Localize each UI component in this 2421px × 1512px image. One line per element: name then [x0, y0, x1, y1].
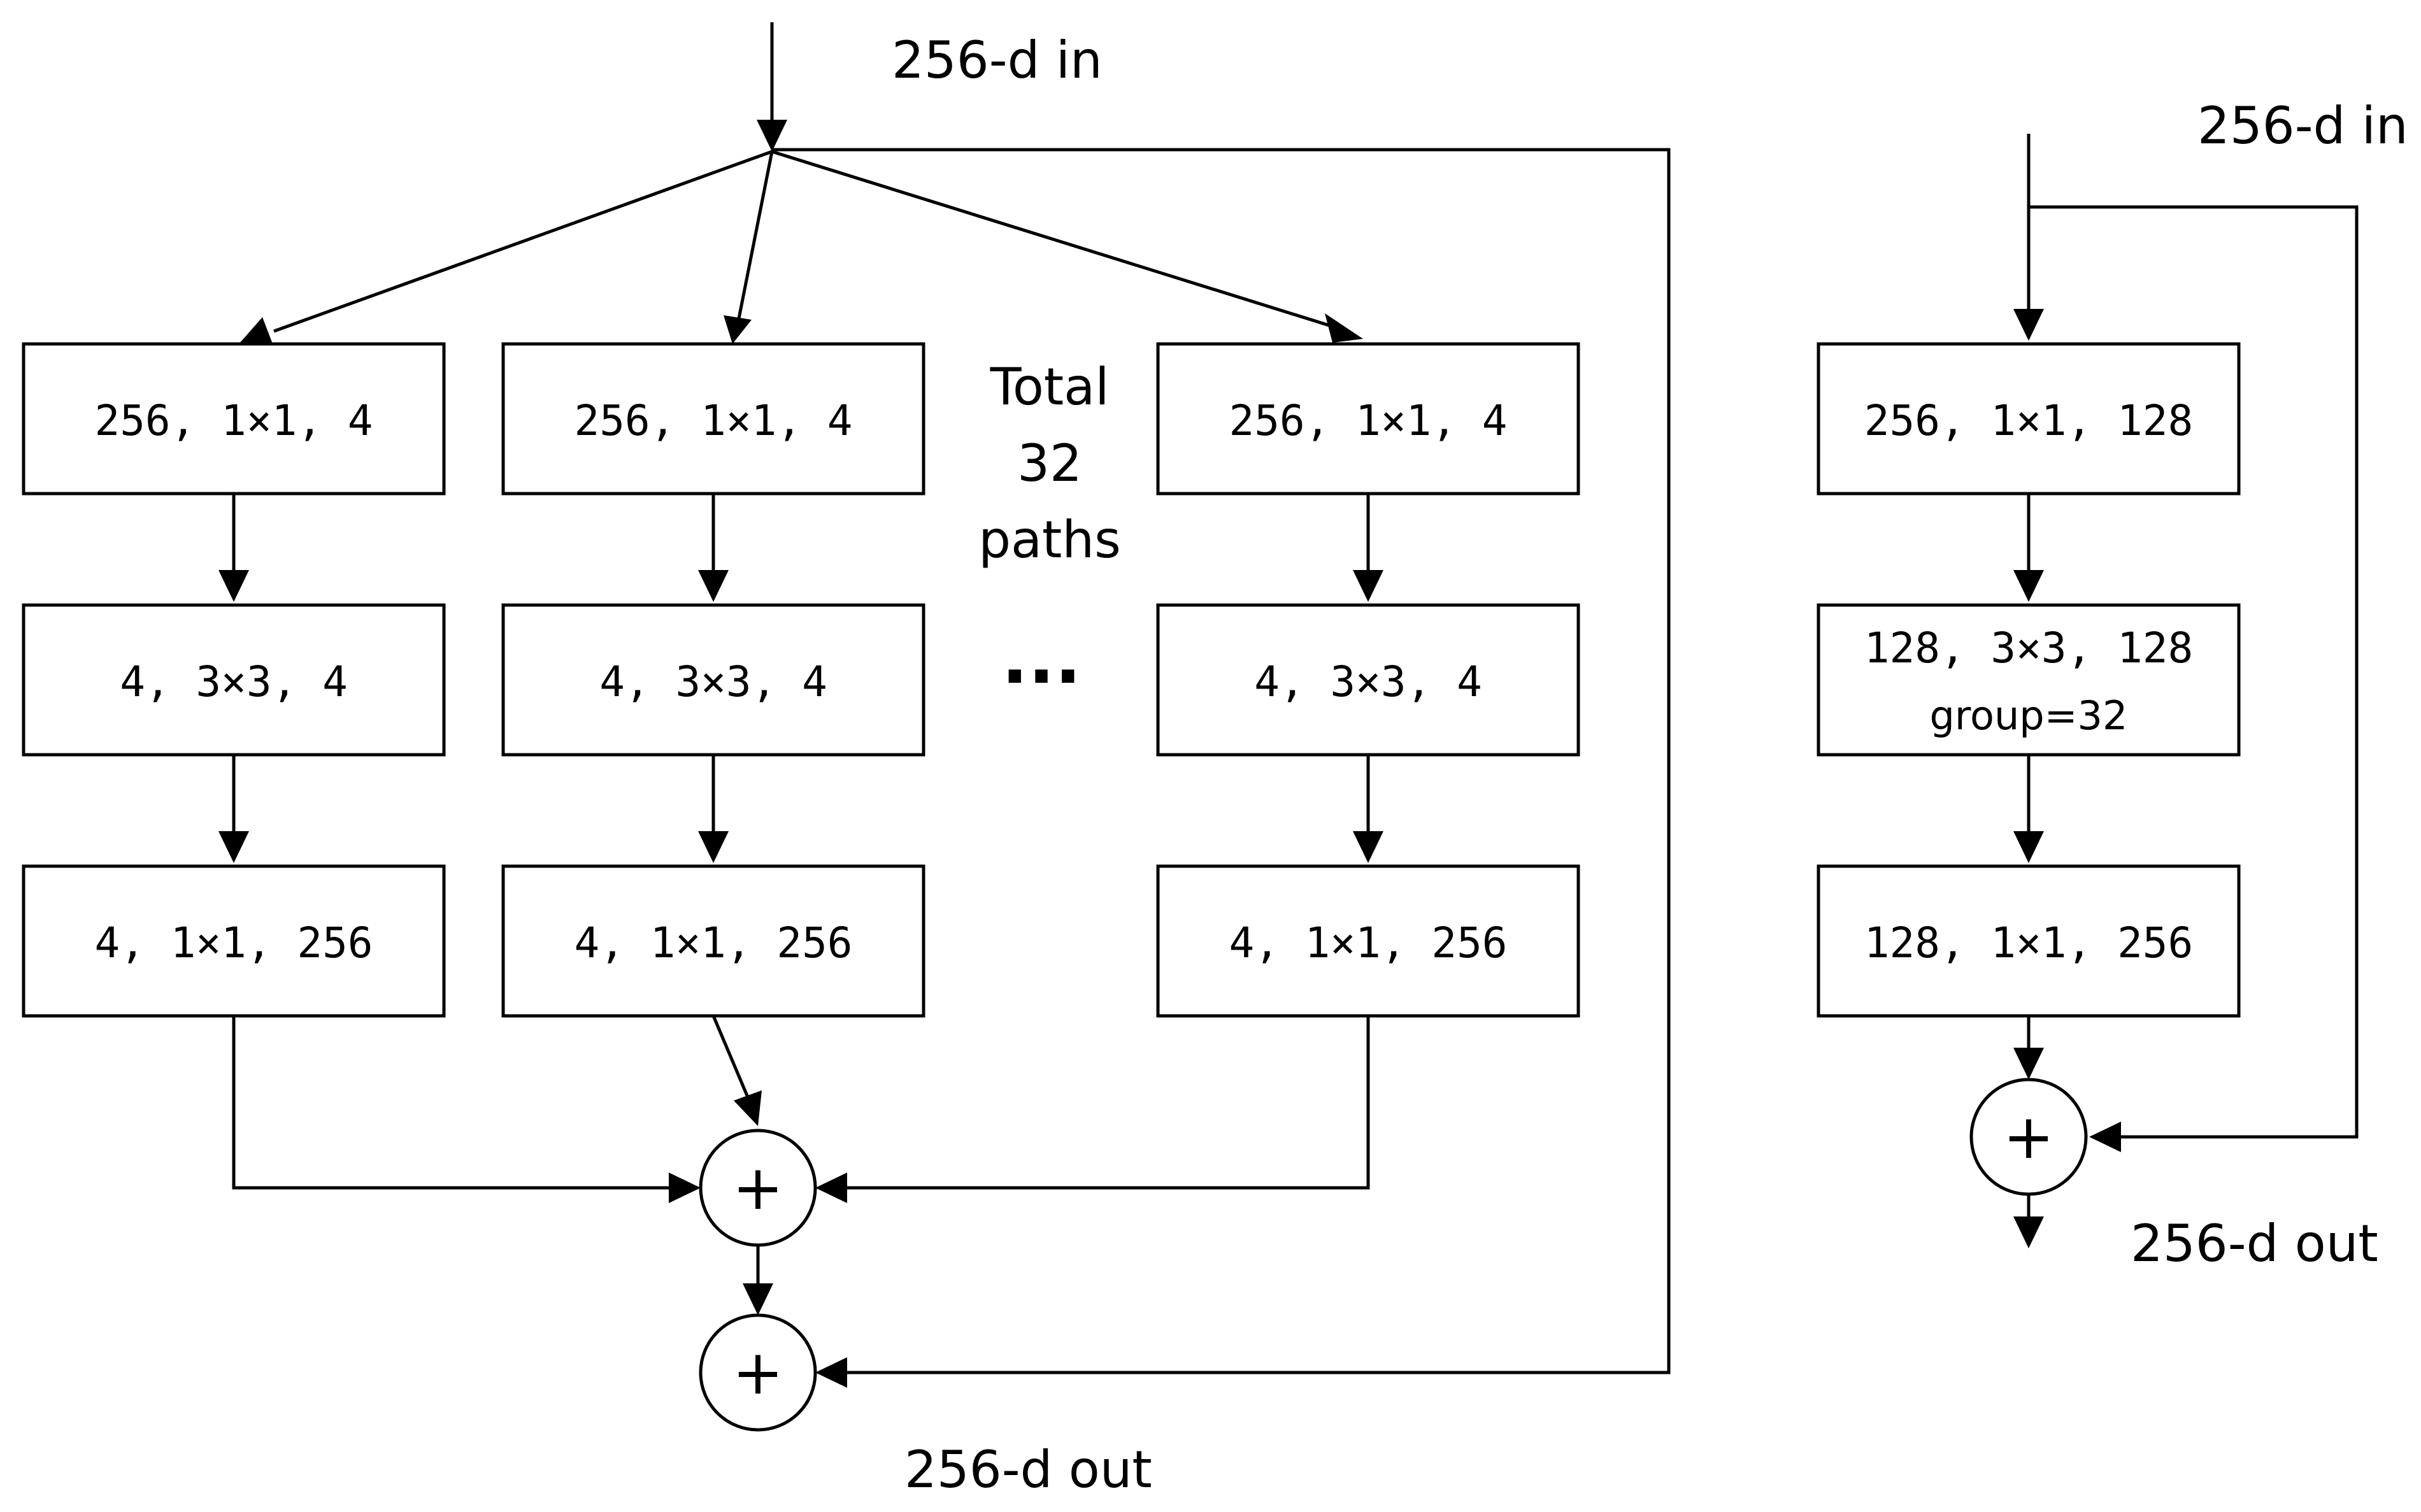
path-1-layer-1-text: 256, 1×1, 4 — [94, 396, 373, 445]
path-2: 256, 1×1, 4 4, 3×3, 4 4, 1×1, 256 — [501, 342, 925, 1126]
paths-note-line-1: Total — [990, 357, 1110, 417]
path-3-layer-2-box — [1156, 603, 1580, 757]
path-2-layer-3-box — [501, 864, 925, 1018]
right-arrowhead-3 — [2013, 1048, 2044, 1080]
left-residual-plus-symbol: + — [732, 1337, 783, 1408]
path-3-arrowhead-1 — [1353, 570, 1383, 602]
right-input-arrowhead — [2013, 309, 2044, 341]
right-input-label: 256-d in — [2197, 96, 2408, 155]
path-2-layer-1-box — [501, 342, 925, 496]
right-layer-1-text: 256, 1×1, 128 — [1864, 396, 2194, 445]
path-1-layer-2-box — [22, 603, 446, 757]
path-3-out-arrowhead — [815, 1173, 847, 1203]
left-input-label: 256-d in — [892, 31, 1103, 90]
path-3-out-line — [847, 1016, 1370, 1190]
right-shortcut-arrowhead — [2089, 1122, 2121, 1152]
right-arrowhead-2 — [2013, 831, 2044, 863]
path-2-layer-2-text: 4, 3×3, 4 — [599, 657, 827, 706]
paths-note: Total 32 paths ··· — [978, 357, 1121, 717]
branch-arrowhead-3 — [1325, 313, 1363, 343]
path-3: 256, 1×1, 4 4, 3×3, 4 4, 1×1, 256 — [815, 342, 1580, 1203]
path-3-layer-2-text: 4, 3×3, 4 — [1254, 657, 1482, 706]
left-shortcut-arrowhead — [815, 1357, 847, 1388]
aggregate-to-residual-arrowhead — [743, 1283, 773, 1315]
left-block: 256-d in 256, 1×1, 4 4, 3×3, 4 4, 1×1, 2… — [22, 22, 1671, 1499]
aggregate-plus-symbol: + — [732, 1152, 783, 1223]
path-2-layer-1-text: 256, 1×1, 4 — [574, 396, 852, 445]
right-layer-2-text: 128, 3×3, 128 — [1864, 624, 2194, 673]
path-1-layer-1-box — [22, 342, 446, 496]
path-1-layer-3-text: 4, 1×1, 256 — [94, 918, 373, 967]
left-output-label: 256-d out — [904, 1440, 1152, 1499]
ellipsis: ··· — [1001, 636, 1081, 717]
path-1-layer-2-text: 4, 3×3, 4 — [120, 657, 348, 706]
branch-line-3 — [771, 150, 1338, 330]
path-3-layer-1-text: 256, 1×1, 4 — [1229, 396, 1507, 445]
left-residual-plus-node — [699, 1313, 817, 1432]
path-2-out-line — [711, 1015, 750, 1099]
path-2-layer-3-text: 4, 1×1, 256 — [574, 918, 852, 967]
branch-arrowhead-2 — [724, 315, 752, 344]
right-output-label: 256-d out — [2131, 1214, 2378, 1273]
right-layer-3-box — [1817, 864, 2241, 1018]
branch-line-1 — [273, 150, 773, 333]
branch-line-2 — [737, 151, 774, 319]
paths-note-line-3: paths — [978, 510, 1121, 569]
left-input-arrowhead — [757, 120, 787, 152]
right-shortcut-line — [2029, 205, 2359, 1139]
right-layer-3-text: 128, 1×1, 256 — [1864, 918, 2194, 967]
right-residual-plus-symbol: + — [2003, 1101, 2054, 1173]
right-block: 256-d in 256, 1×1, 128 128, 3×3, 128 gro… — [1817, 96, 2408, 1273]
right-arrowhead-1 — [2013, 570, 2044, 602]
branch-arrowhead-1 — [239, 317, 274, 347]
left-shortcut-line — [772, 148, 1671, 1374]
path-1: 256, 1×1, 4 4, 3×3, 4 4, 1×1, 256 — [22, 342, 701, 1203]
path-2-out-arrowhead — [734, 1090, 762, 1126]
right-layer-2-box — [1817, 603, 2241, 757]
path-1-out-line — [232, 1016, 669, 1190]
path-2-arrowhead-1 — [698, 570, 729, 602]
path-2-arrowhead-2 — [698, 831, 729, 863]
path-1-arrowhead-1 — [218, 570, 249, 602]
paths-note-line-2: 32 — [1017, 434, 1082, 493]
path-1-arrowhead-2 — [218, 831, 249, 863]
right-layer-2-group-text: group=32 — [1930, 692, 2128, 739]
path-3-arrowhead-2 — [1353, 831, 1383, 863]
right-output-arrowhead — [2013, 1216, 2044, 1248]
path-3-layer-3-box — [1156, 864, 1580, 1018]
path-1-out-arrowhead — [669, 1173, 701, 1203]
path-3-layer-3-text: 4, 1×1, 256 — [1229, 918, 1507, 967]
